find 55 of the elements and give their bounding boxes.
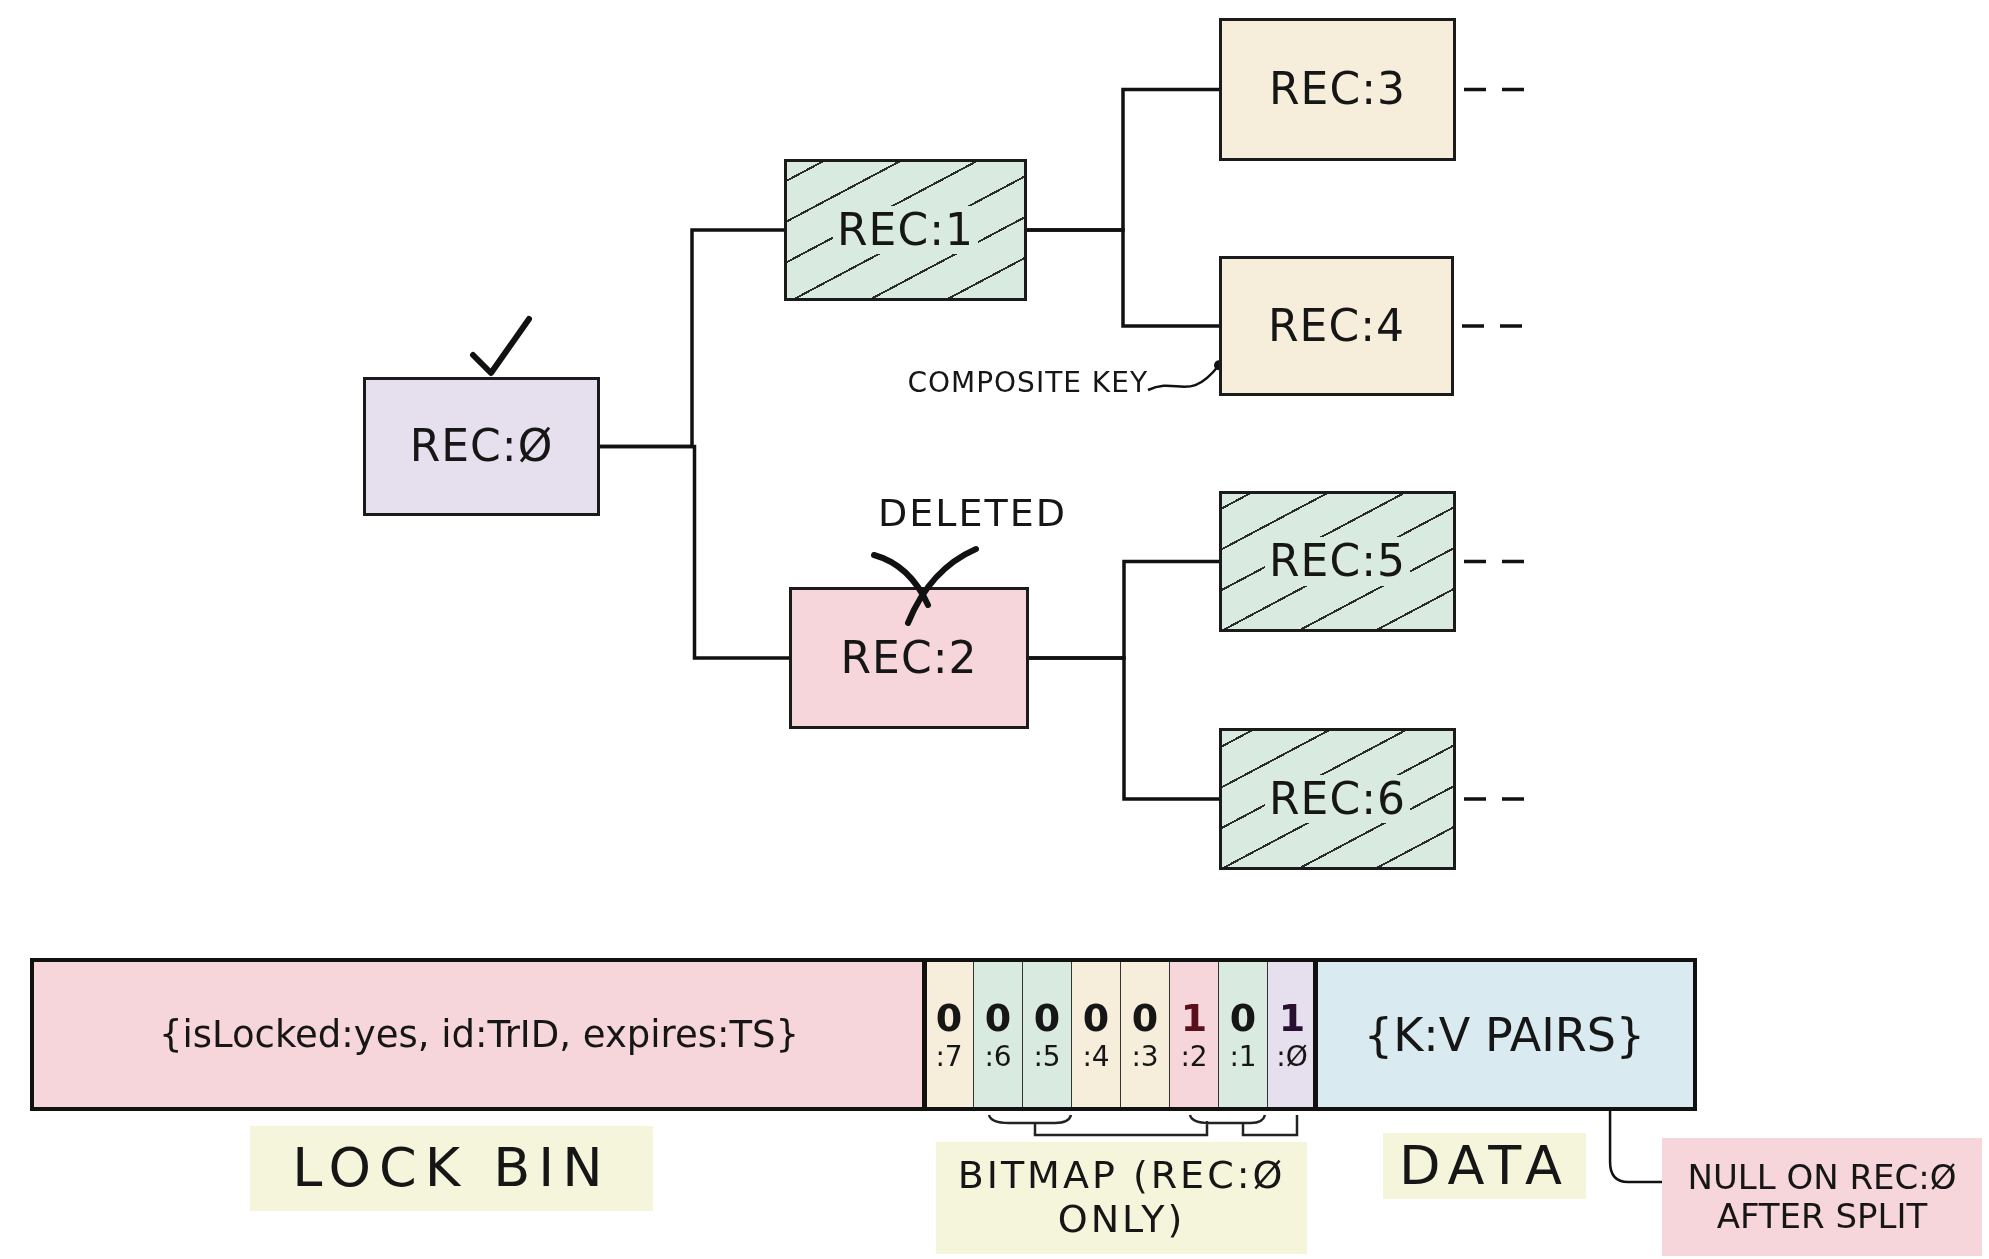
record-label: REC:2 (839, 633, 979, 683)
bit-value: 0 (1033, 998, 1061, 1037)
bit-cell (973, 962, 1022, 1107)
bit-value: 1 (1180, 998, 1208, 1037)
record-label: REC:6 (1265, 774, 1410, 824)
note-background (1662, 1138, 1982, 1256)
bit-value: 1 (1278, 998, 1306, 1037)
section-caption: BITMAP (REC:Ø ONLY) (956, 1154, 1287, 1242)
annotation-text: COMPOSITE KEY (907, 365, 1148, 399)
bit-index: :Ø (1276, 1042, 1308, 1071)
field-segment (34, 962, 924, 1107)
connector-line (1029, 656, 1219, 801)
bit-value: 0 (1229, 998, 1257, 1037)
section-caption: DATA (1398, 1134, 1571, 1198)
field-text: {K:V PAIRS} (1363, 1007, 1646, 1062)
bit-index: :5 (1033, 1042, 1061, 1071)
note-text: NULL ON REC:Ø AFTER SPLIT (1686, 1157, 1958, 1237)
bit-value: 0 (1131, 998, 1159, 1037)
record-box (1219, 728, 1456, 870)
field-text: {isLocked:yes, id:TrID, expires:TS} (158, 1013, 800, 1056)
bit-value: 0 (1082, 998, 1110, 1037)
record-layout-bar (30, 958, 1697, 1111)
record-box (1219, 18, 1456, 161)
bit-index: :7 (935, 1042, 963, 1071)
bit-value: 0 (935, 998, 963, 1037)
field-segment (1316, 962, 1693, 1107)
section-caption: LOCK BIN (292, 1137, 611, 1200)
bit-cell (1071, 962, 1120, 1107)
bit-cell (1169, 962, 1218, 1107)
connector-line (1027, 228, 1219, 328)
bit-cell (1120, 962, 1169, 1107)
record-label: REC:5 (1265, 537, 1410, 586)
record-box (363, 377, 600, 516)
record-box (1219, 256, 1454, 396)
record-label: REC:3 (1268, 65, 1407, 114)
caption-background (250, 1126, 653, 1211)
record-label: REC:1 (833, 205, 978, 255)
record-box (784, 159, 1027, 301)
bit-cell (1267, 962, 1316, 1107)
record-box (1219, 491, 1456, 632)
bit-index: :1 (1229, 1042, 1257, 1071)
bit-index: :4 (1082, 1042, 1110, 1071)
caption-background (1383, 1133, 1586, 1199)
record-label: REC:4 (1267, 301, 1406, 351)
record-label: REC:Ø (408, 422, 555, 471)
bit-index: :3 (1131, 1042, 1159, 1071)
bit-cell (1218, 962, 1267, 1107)
connector-line (600, 444, 789, 660)
status-label: DELETED (878, 491, 1067, 535)
bit-index: :6 (984, 1042, 1012, 1071)
bit-index: :2 (1180, 1042, 1208, 1071)
caption-background (936, 1142, 1307, 1254)
bit-cell (924, 962, 973, 1107)
bit-value: 0 (984, 998, 1012, 1037)
bit-cell (1022, 962, 1071, 1107)
